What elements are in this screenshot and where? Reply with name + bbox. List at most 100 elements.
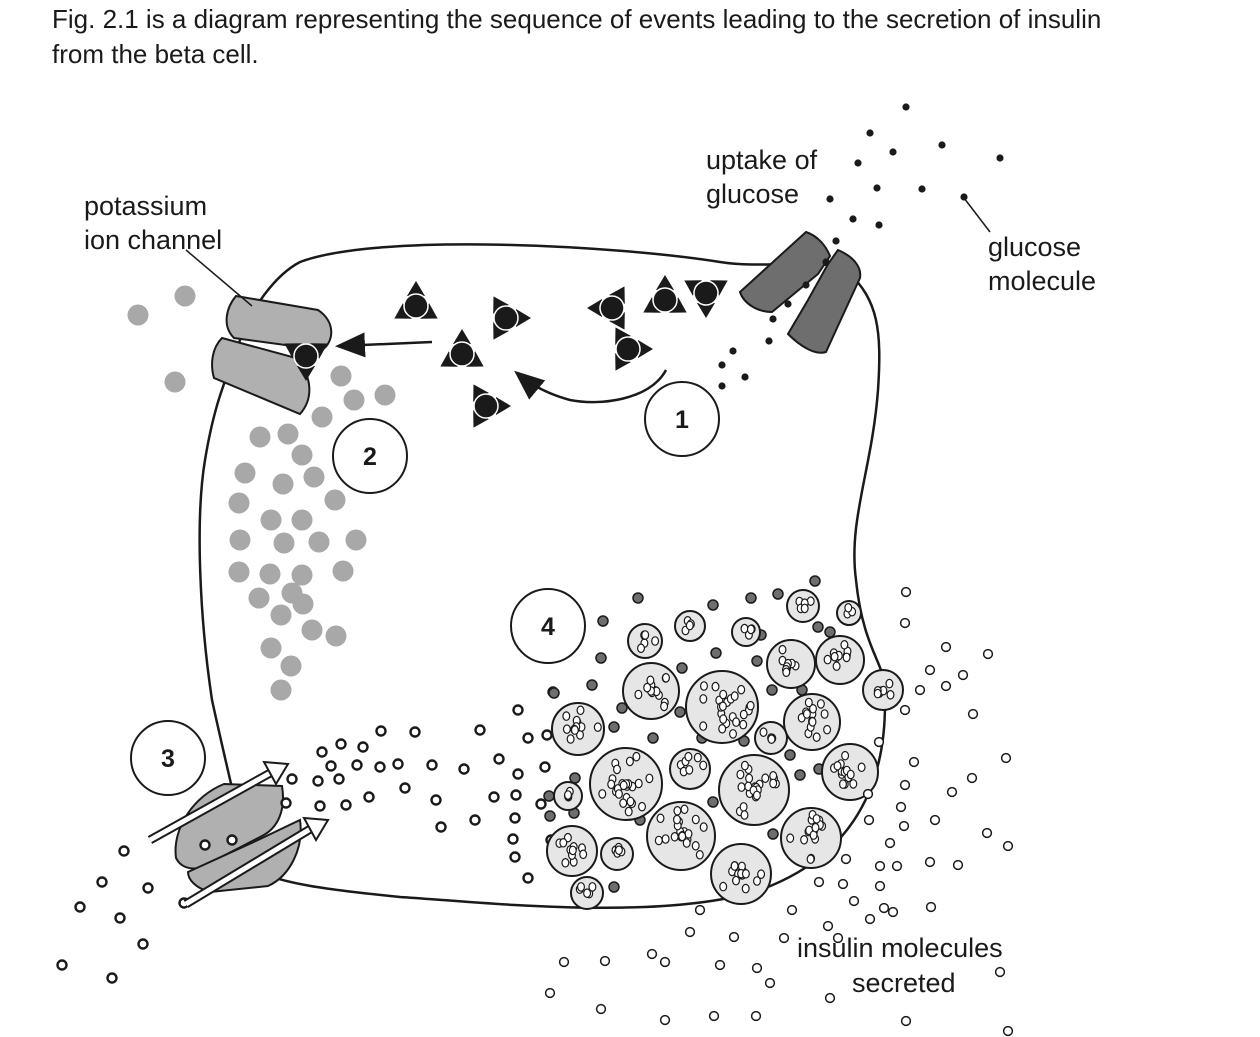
calcium-ion bbox=[510, 789, 522, 801]
secreted-insulin bbox=[864, 913, 876, 925]
step-3-label: 3 bbox=[161, 745, 175, 773]
calcium-ion bbox=[458, 763, 470, 775]
glucose-molecule bbox=[765, 337, 773, 345]
insulin-in-vesicle bbox=[786, 833, 795, 843]
insulin-in-vesicle bbox=[566, 734, 575, 744]
insulin-in-vesicle bbox=[612, 764, 621, 775]
leader-glucose bbox=[963, 197, 991, 233]
insulin-in-vesicle bbox=[691, 840, 700, 851]
secreted-insulin bbox=[908, 756, 920, 768]
insulin-in-vesicle bbox=[673, 805, 682, 816]
insulin-in-vesicle bbox=[728, 729, 737, 739]
insulin-in-vesicle bbox=[691, 814, 700, 825]
insulin-in-vesicle bbox=[593, 722, 602, 732]
secreted-insulin bbox=[924, 664, 936, 676]
insulin-in-vesicle bbox=[730, 861, 739, 871]
secreted-insulin bbox=[957, 669, 969, 681]
potassium-ion bbox=[260, 637, 282, 659]
insulin-in-vesicle bbox=[842, 652, 851, 663]
calcium-ion bbox=[392, 758, 404, 770]
label-potassium-line1: potassium bbox=[84, 191, 207, 221]
potassium-ion bbox=[301, 619, 323, 641]
vesicle-area-dot bbox=[674, 706, 686, 718]
insulin-in-vesicle bbox=[832, 661, 841, 671]
insulin-in-vesicle bbox=[576, 705, 585, 716]
insulin-in-vesicle bbox=[808, 717, 817, 727]
insulin-in-vesicle bbox=[637, 801, 646, 812]
step-1-label: 1 bbox=[675, 406, 689, 434]
insulin-in-vesicle bbox=[632, 751, 641, 762]
vesicle-area-dot bbox=[784, 749, 796, 761]
insulin-in-vesicle bbox=[752, 876, 761, 886]
calcium-ion bbox=[325, 760, 337, 772]
secreted-insulin bbox=[967, 708, 979, 720]
secreted-insulin bbox=[899, 779, 911, 791]
potassium-ion bbox=[324, 489, 346, 511]
calcium-ion bbox=[106, 972, 118, 984]
insulin-in-vesicle bbox=[739, 719, 748, 730]
calcium-ion bbox=[541, 729, 553, 741]
potassium-ion bbox=[277, 423, 299, 445]
insulin-in-vesicle bbox=[812, 732, 821, 742]
secreted-insulin bbox=[778, 932, 790, 944]
insulin-in-vesicle bbox=[641, 630, 650, 640]
insulin-in-vesicle bbox=[820, 709, 829, 719]
glucose-molecule bbox=[741, 373, 749, 381]
potassium-ion bbox=[272, 473, 294, 495]
potassium-ion bbox=[292, 593, 314, 615]
insulin-in-vesicle bbox=[759, 727, 768, 737]
step-2-label: 2 bbox=[363, 443, 377, 471]
potassium-ion bbox=[345, 529, 367, 551]
insulin-in-vesicle bbox=[660, 701, 669, 712]
potassium-ion bbox=[270, 604, 292, 626]
calcium-ion bbox=[351, 759, 363, 771]
label-uptake-line2: glucose bbox=[706, 179, 799, 209]
secreted-insulin bbox=[895, 801, 907, 813]
insulin-in-vesicle bbox=[746, 700, 755, 711]
signal-molecule bbox=[473, 384, 511, 428]
secreted-insulin bbox=[848, 895, 860, 907]
insulin-in-vesicle bbox=[811, 822, 820, 833]
calcium-ion bbox=[409, 726, 421, 738]
signal-molecule bbox=[587, 286, 625, 330]
secreted-insulin bbox=[822, 920, 834, 932]
vesicle-area-dot bbox=[632, 592, 644, 604]
vesicle-area-dot bbox=[544, 810, 556, 822]
secreted-insulin bbox=[824, 992, 836, 1004]
insulin-in-vesicle bbox=[643, 682, 652, 693]
signal-molecule bbox=[284, 343, 328, 381]
signal-molecule bbox=[643, 275, 687, 313]
calcium-ion bbox=[512, 768, 524, 780]
calcium-ion bbox=[357, 741, 369, 753]
figure-caption: Fig. 2.1 is a diagram representing the s… bbox=[52, 2, 1252, 72]
insulin-in-vesicle bbox=[812, 814, 821, 824]
insulin-in-vesicle bbox=[645, 773, 654, 784]
potassium-ion bbox=[303, 466, 325, 488]
insulin-in-vesicle bbox=[699, 760, 708, 771]
step-2-circle: 2 bbox=[332, 418, 408, 494]
secreted-insulin bbox=[878, 902, 890, 914]
potassium-ion bbox=[228, 561, 250, 583]
insulin-in-vesicle bbox=[670, 831, 679, 842]
potassium-ion bbox=[174, 285, 196, 307]
label-potassium-line2: ion channel bbox=[84, 225, 222, 255]
calcium-ion bbox=[286, 773, 298, 785]
insulin-in-vesicle bbox=[737, 684, 746, 695]
insulin-in-vesicle bbox=[614, 789, 623, 799]
glucose-molecule bbox=[784, 300, 792, 308]
insulin-in-vesicle bbox=[680, 804, 689, 815]
step-1-circle: 1 bbox=[644, 381, 720, 457]
potassium-ion bbox=[259, 563, 281, 585]
secreted-insulin bbox=[751, 962, 763, 974]
secreted-insulin bbox=[646, 948, 658, 960]
glucose-molecule bbox=[938, 141, 946, 149]
calcium-ion bbox=[199, 839, 211, 851]
vesicle-area-dot bbox=[767, 828, 779, 840]
insulin-in-vesicle bbox=[737, 782, 746, 792]
potassium-ion bbox=[291, 444, 313, 466]
calcium-ion bbox=[507, 833, 519, 845]
potassium-ion bbox=[273, 532, 295, 554]
potassium-ion bbox=[249, 426, 271, 448]
arrow-glucose-metabolism bbox=[514, 369, 668, 404]
insulin-in-vesicle bbox=[802, 709, 811, 719]
